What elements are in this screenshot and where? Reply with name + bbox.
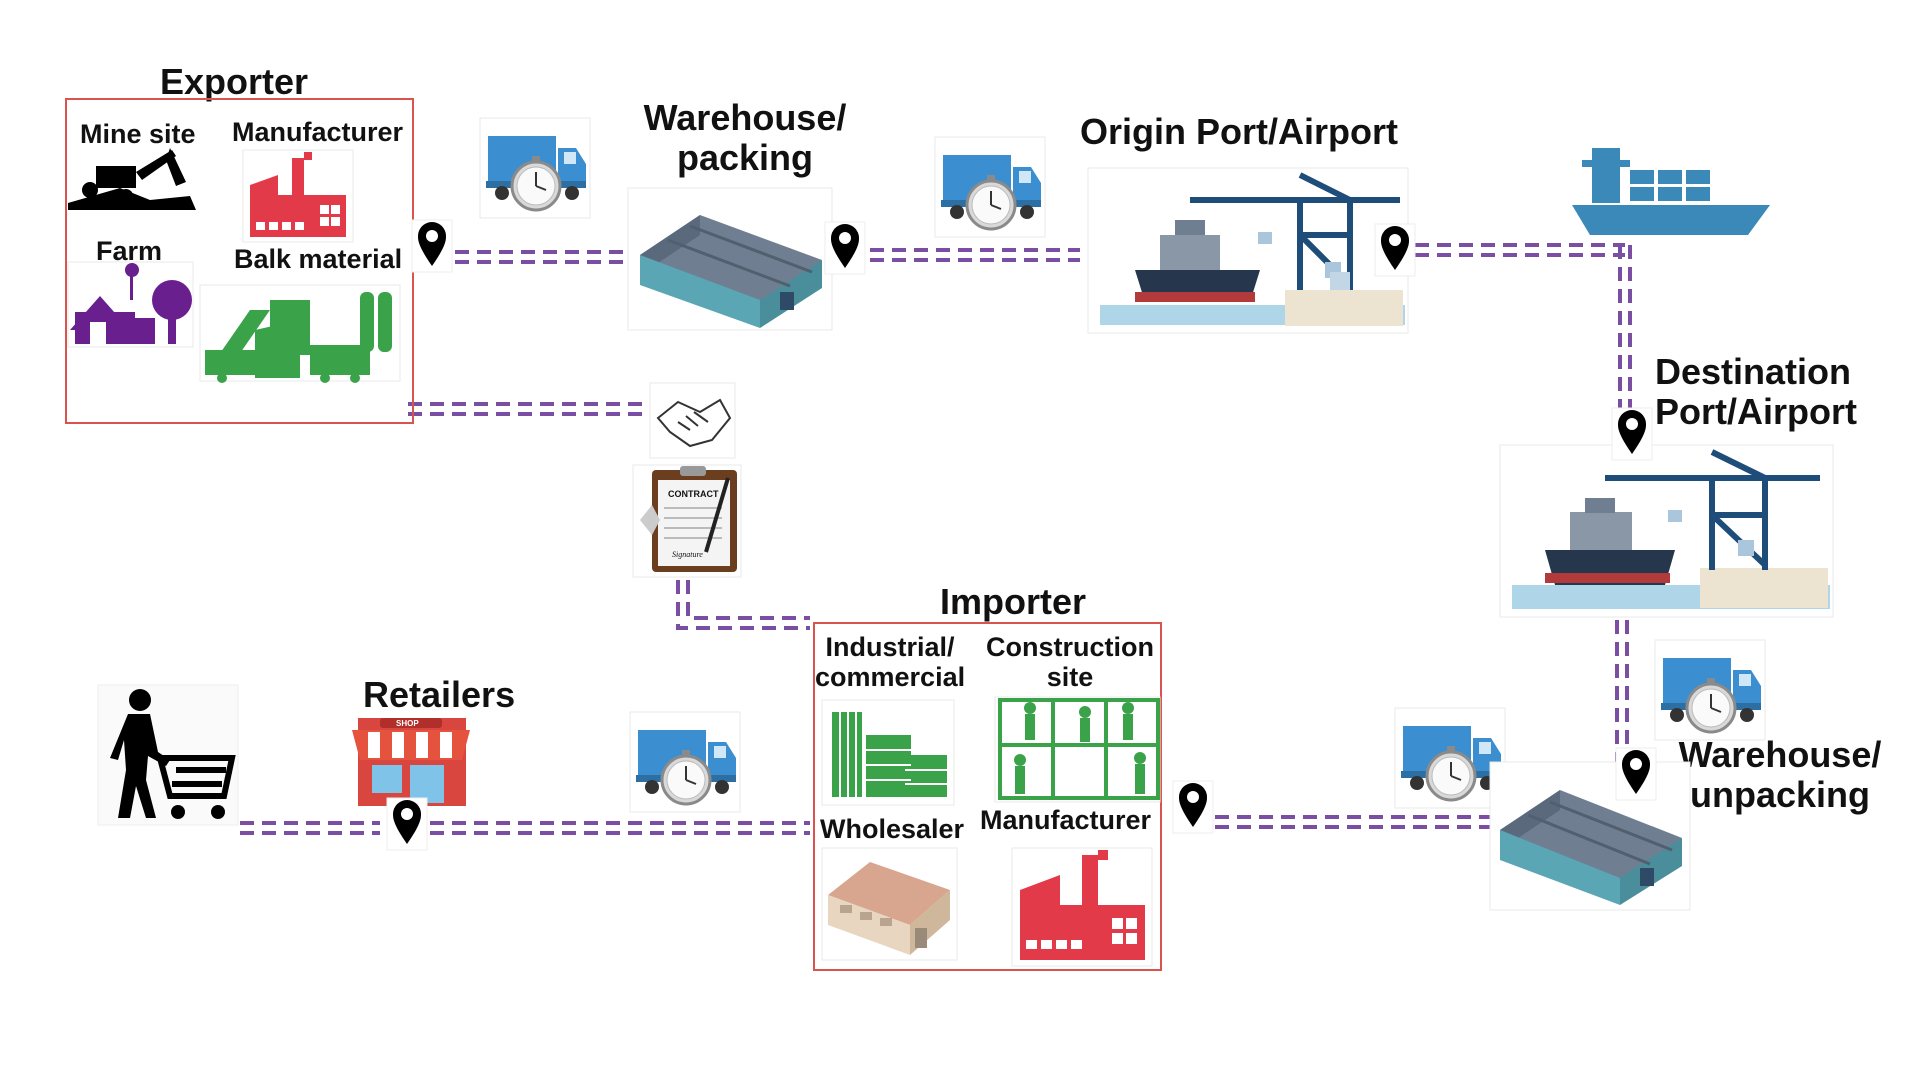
exporter-item-mine-site: Mine site [80,119,196,149]
destination-port-label: Destination Port/Airport [1655,352,1857,431]
origin-port-title: Origin Port/Airport [1080,111,1398,152]
warehouse-unpacking-label: Warehouse/ unpacking [1670,735,1890,814]
warehouse-packing-line2: packing [676,136,814,178]
exporter-title: Exporter [160,61,309,102]
importer-wholesaler-label: Wholesaler [820,814,965,844]
warehouse-packing-line1: Warehouse/ [643,97,847,138]
map-pin-icon-exporter [411,219,453,273]
map-pin-icon-warehouse-unpacking [1615,747,1657,801]
shop-sign: SHOP [396,719,419,728]
exporter-item-balk-material: Balk material [234,244,403,274]
route-retailers-shopper [240,821,380,835]
route-warehouse-origin [870,248,1080,262]
map-pin-icon-origin-port [1374,223,1416,277]
route-exporter-handshake [408,402,650,416]
importer-box [813,622,1162,971]
warehouse-unpacking-line2: unpacking [1689,773,1871,815]
route-ship-destination [1618,245,1632,410]
warehouse-packing-label: Warehouse/ packing [640,98,850,177]
importer-construction-line1: Construction [986,632,1154,662]
importer-industrial-label: Industrial/ commercial [815,632,966,692]
importer-title: Importer [940,581,1087,622]
route-importer-retailers [430,821,810,835]
importer-industrial-line1: Industrial/ [825,632,955,662]
contract-heading: CONTRACT [668,489,719,499]
map-pin-icon-destination-port [1611,407,1653,461]
destination-port-line2: Port/Airport [1655,390,1857,432]
importer-construction-label: Construction site [980,632,1160,692]
contract-signature: Signature [672,550,703,559]
route-exporter-warehouse [455,250,630,264]
map-pin-icon-importer [1172,780,1214,834]
exporter-item-farm: Farm [96,236,163,266]
importer-manufacturer-label: Manufacturer [980,805,1152,835]
route-origin-ship [1415,243,1625,257]
route-contract-importer [676,580,810,630]
importer-industrial-line2: commercial [815,661,966,692]
importer-construction-line2: site [1046,661,1094,692]
destination-port-line1: Destination [1655,351,1852,392]
retailers-title: Retailers [363,674,516,715]
warehouse-unpacking-line1: Warehouse/ [1678,734,1882,775]
exporter-item-manufacturer: Manufacturer [232,117,404,147]
map-pin-icon-retailers [386,797,428,851]
map-pin-icon-warehouse-packing [824,221,866,275]
